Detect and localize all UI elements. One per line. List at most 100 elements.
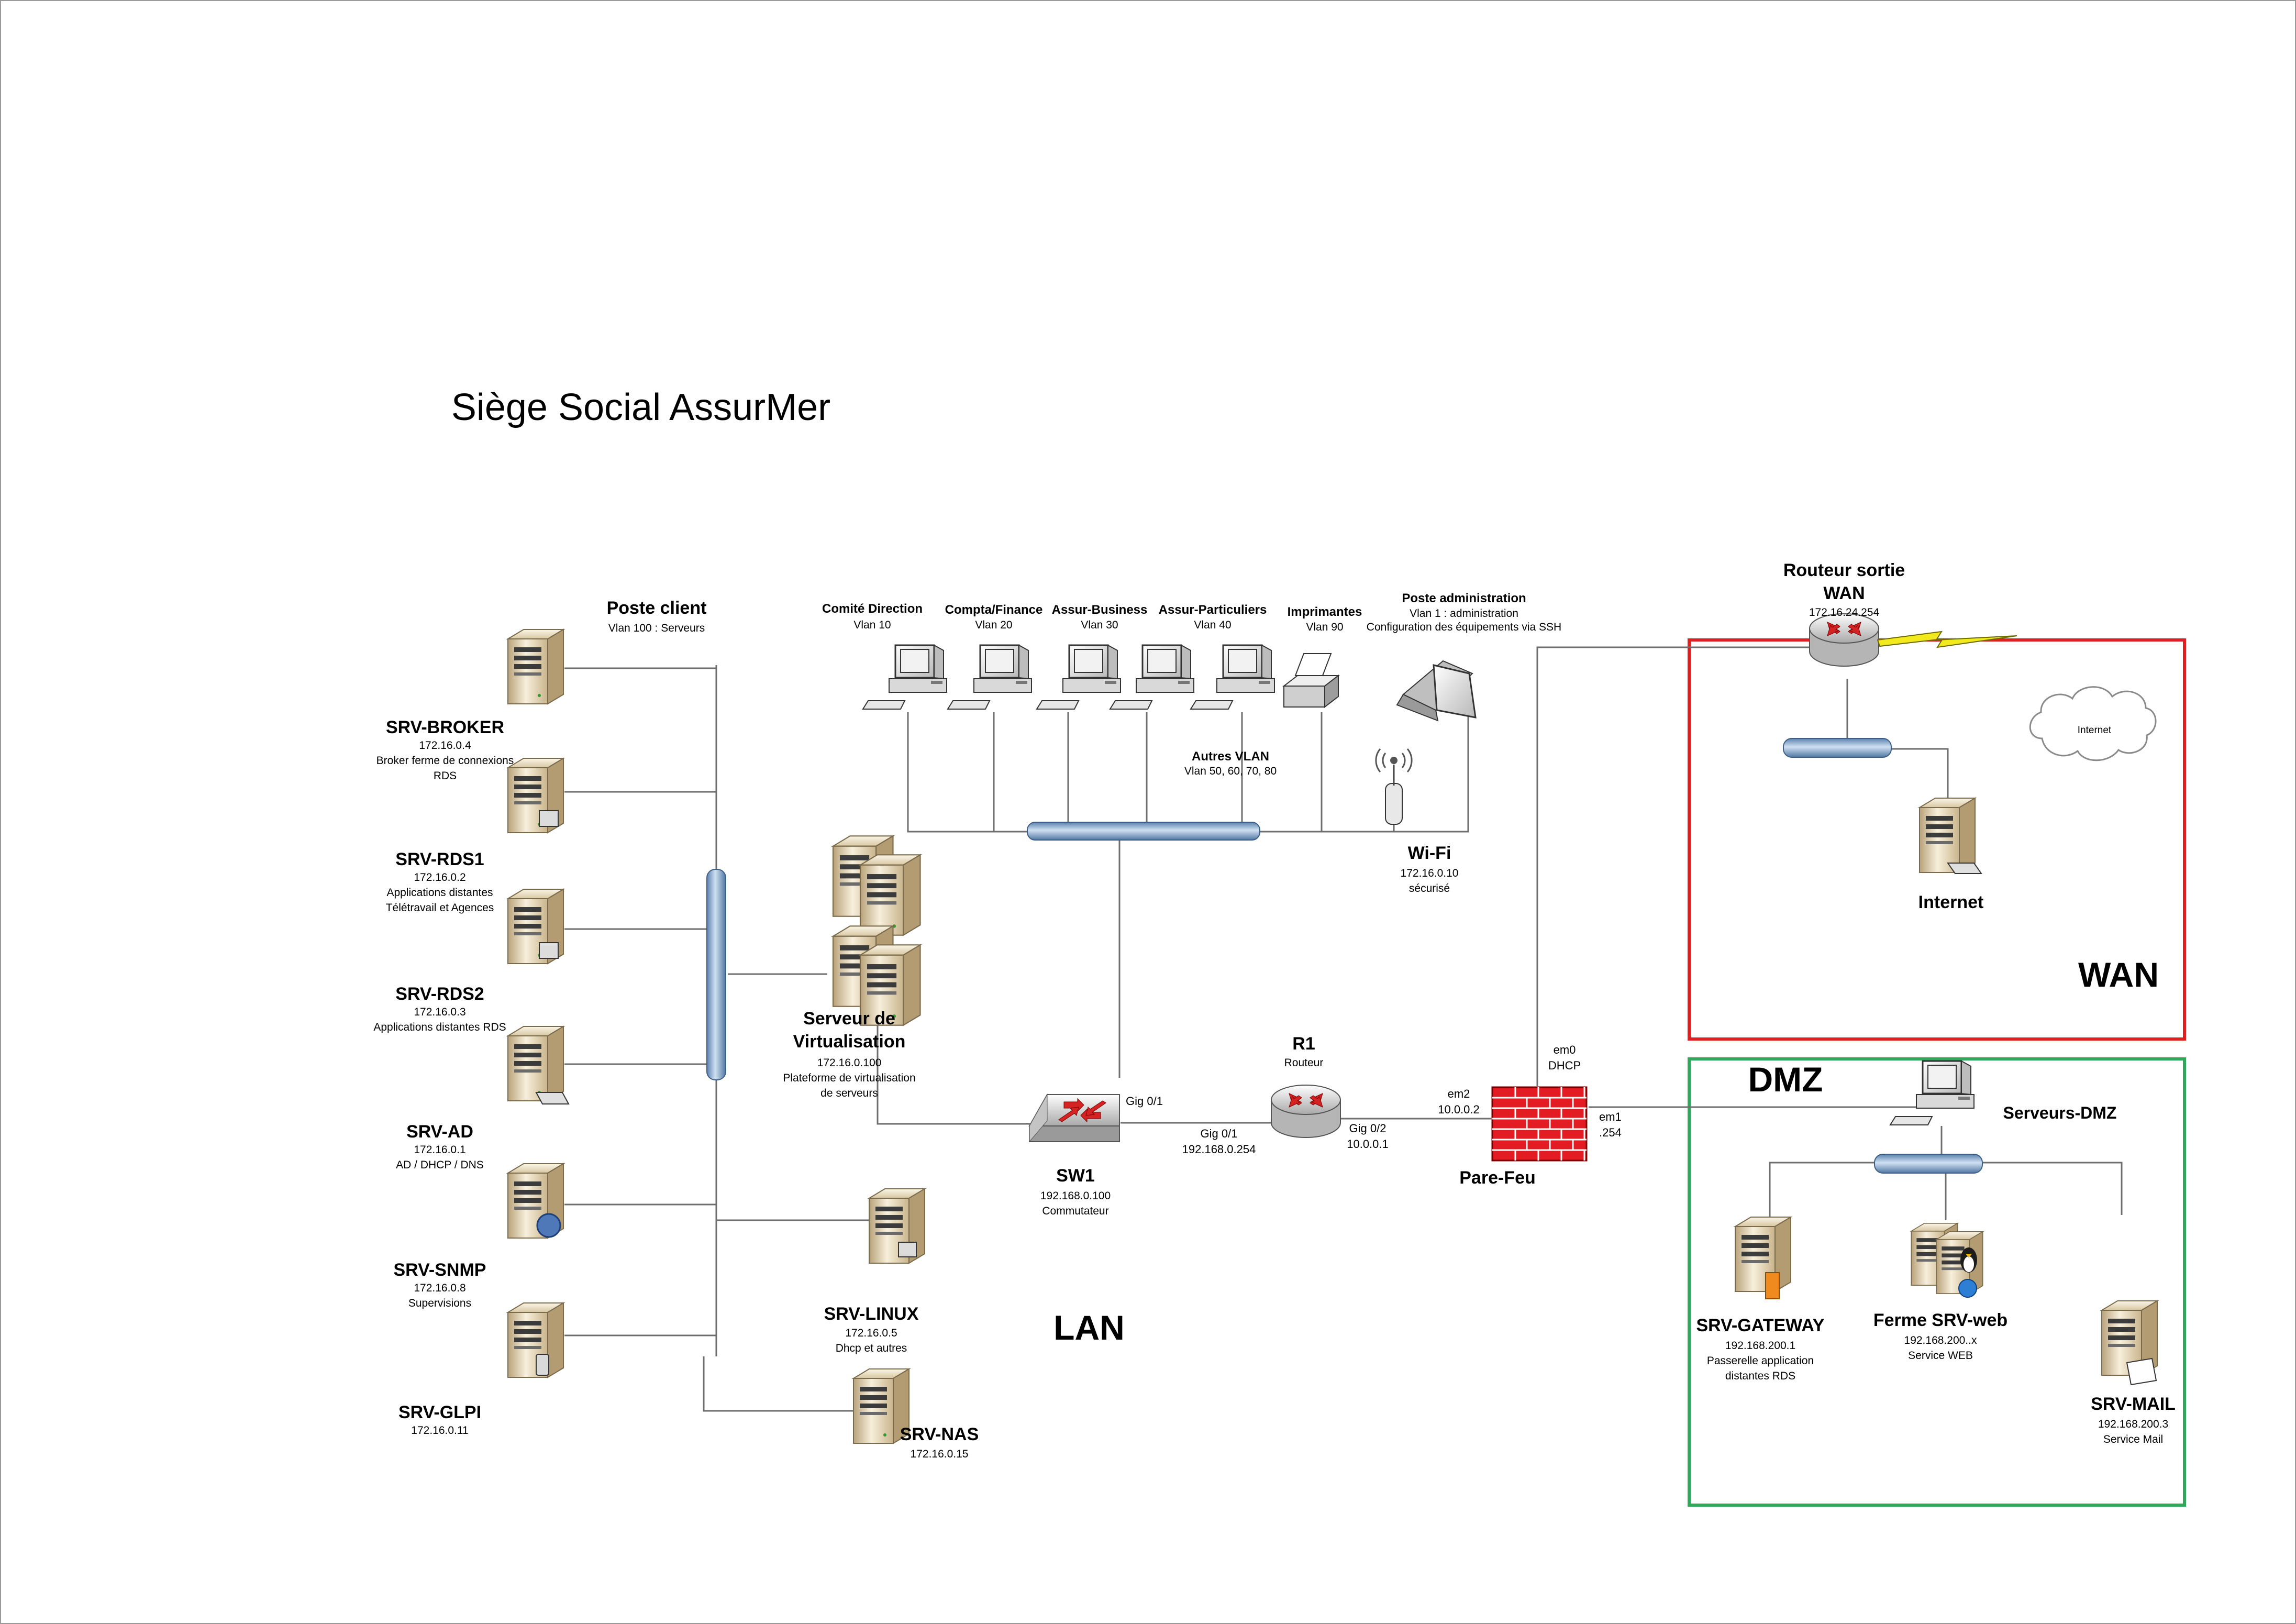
desktop-pc-icon bbox=[1036, 644, 1122, 710]
dmz-zone-box bbox=[1688, 1057, 2186, 1507]
wifi-description: sécurisé bbox=[1409, 882, 1450, 894]
router-port-ip: 192.168.0.254 bbox=[1182, 1143, 1256, 1156]
virt-ip: 172.16.0.100 bbox=[817, 1057, 882, 1069]
gateway-icon bbox=[1765, 1272, 1780, 1299]
server-description: RDS bbox=[434, 770, 457, 782]
server-description: AD / DHCP / DNS bbox=[396, 1159, 484, 1171]
virt-description: Plateforme de virtualisation bbox=[783, 1072, 915, 1084]
lan-zone-label: LAN bbox=[1053, 1308, 1125, 1347]
virt-description: de serveurs bbox=[820, 1087, 878, 1099]
firewall-port-label: em2 bbox=[1448, 1087, 1470, 1100]
internet-cloud-icon bbox=[2029, 686, 2157, 761]
virtualisation-server-icon bbox=[859, 854, 921, 936]
servers-bus-title: Poste client bbox=[607, 598, 707, 618]
router-icon bbox=[1271, 1085, 1341, 1138]
wifi-ip: 172.16.0.10 bbox=[1401, 867, 1459, 879]
server-icon bbox=[507, 629, 564, 704]
dmz-gateway-server-icon bbox=[1735, 1217, 1791, 1292]
server-description: Applications distantes RDS bbox=[373, 1021, 506, 1033]
cloud-label: Internet bbox=[2078, 725, 2112, 736]
vlan-id: Vlan 10 bbox=[853, 619, 891, 631]
virtualisation-switch-link bbox=[877, 1023, 1035, 1125]
terminal-icon bbox=[539, 810, 559, 827]
server-description: Télétravail et Agences bbox=[386, 902, 494, 914]
nas-ip: 172.16.0.15 bbox=[911, 1448, 969, 1460]
admin-description: Configuration des équipements via SSH bbox=[1367, 621, 1561, 633]
linux-name: SRV-LINUX bbox=[824, 1304, 919, 1324]
directory-icon bbox=[536, 1213, 561, 1238]
terminal-icon bbox=[898, 1242, 917, 1257]
server-ip: 172.16.0.1 bbox=[414, 1144, 465, 1156]
mail-icon bbox=[2126, 1357, 2157, 1386]
desktop-pc-icon bbox=[1190, 644, 1275, 710]
vlan-id: Vlan 30 bbox=[1081, 619, 1118, 631]
firewall-port-description: DHCP bbox=[1548, 1059, 1581, 1072]
wan-link-lightning-icon bbox=[1877, 631, 2017, 648]
router-description: Routeur bbox=[1284, 1057, 1324, 1069]
wan-bus bbox=[1783, 738, 1892, 758]
servers-bus bbox=[706, 869, 726, 1080]
vlan-name: Comité Direction bbox=[822, 602, 923, 616]
desktop-pc-icon bbox=[862, 644, 948, 710]
linux-penguin-icon bbox=[1960, 1247, 1977, 1273]
server-ip: 172.16.0.3 bbox=[414, 1006, 465, 1018]
server-name: SRV-BROKER bbox=[386, 717, 504, 737]
vlan-name: Assur-Business bbox=[1052, 603, 1148, 617]
printer-icon bbox=[1282, 653, 1340, 709]
server-name: SRV-AD bbox=[406, 1122, 473, 1142]
server-name: SRV-SNMP bbox=[394, 1260, 486, 1280]
dmz-server-name: SRV-MAIL bbox=[2091, 1394, 2176, 1414]
vlan-bus bbox=[1027, 822, 1260, 841]
network-devices bbox=[507, 613, 2158, 1444]
servers-bus-vlan: Vlan 100 : Serveurs bbox=[608, 622, 705, 634]
dmz-server-description: distantes RDS bbox=[1725, 1370, 1795, 1382]
router-name: R1 bbox=[1292, 1034, 1315, 1054]
other-vlan-name: Autres VLAN bbox=[1192, 749, 1269, 764]
wan-router-name: Routeur sortie bbox=[1783, 560, 1905, 580]
wan-router-name: WAN bbox=[1823, 583, 1865, 603]
wan-router-icon bbox=[1809, 613, 1879, 667]
vlan-id: Vlan 90 bbox=[1306, 621, 1343, 633]
server-ip: 172.16.0.11 bbox=[411, 1424, 468, 1437]
keyboard-icon bbox=[1947, 863, 1982, 874]
router-port-label: Gig 0/1 bbox=[1201, 1127, 1238, 1140]
switch-port-label: Gig 0/1 bbox=[1126, 1095, 1163, 1108]
server-icon bbox=[507, 1026, 564, 1101]
internet-host-name: Internet bbox=[1918, 892, 1984, 912]
page-title: Siège Social AssurMer bbox=[451, 386, 830, 428]
server-name: SRV-RDS2 bbox=[395, 984, 484, 1004]
server-ip: 172.16.0.8 bbox=[414, 1282, 465, 1294]
dmz-server-description: Service WEB bbox=[1908, 1350, 1973, 1362]
desktop-pc-icon bbox=[947, 644, 1033, 710]
dmz-bus bbox=[1874, 1154, 1983, 1174]
vlan-name: Compta/Finance bbox=[945, 603, 1043, 617]
firewall-wan-link bbox=[1536, 646, 1810, 1086]
desktop-pc-icon bbox=[1109, 644, 1195, 710]
firewall-port-label: em0 bbox=[1554, 1043, 1576, 1056]
other-vlan-id: Vlan 50, 60, 70, 80 bbox=[1184, 765, 1277, 777]
switch-ip: 192.168.0.100 bbox=[1040, 1190, 1111, 1202]
dmz-hub-pc-icon bbox=[1889, 1060, 1975, 1126]
server-name: SRV-GLPI bbox=[398, 1402, 481, 1422]
virt-name: Virtualisation bbox=[793, 1032, 906, 1052]
linux-ip: 172.16.0.5 bbox=[845, 1327, 897, 1339]
globe-icon bbox=[1958, 1279, 1977, 1298]
dmz-server-ip: 192.168.200..x bbox=[1904, 1334, 1977, 1346]
nas-link bbox=[703, 1356, 856, 1412]
wifi-name: Wi-Fi bbox=[1408, 843, 1451, 863]
linux-description: Dhcp et autres bbox=[836, 1342, 907, 1354]
dmz-server-description: Service Mail bbox=[2103, 1433, 2163, 1445]
firewall-icon bbox=[1491, 1086, 1588, 1162]
dmz-server-name: SRV-GATEWAY bbox=[1696, 1316, 1825, 1335]
nas-name: SRV-NAS bbox=[900, 1424, 979, 1444]
network-labels: Siège Social AssurMer Poste client Vlan … bbox=[373, 386, 2176, 1460]
server-name: SRV-RDS1 bbox=[395, 849, 484, 869]
switch-name: SW1 bbox=[1056, 1166, 1095, 1186]
wifi-access-point-icon bbox=[1375, 748, 1413, 825]
switch-description: Commutateur bbox=[1042, 1205, 1108, 1217]
firewall-port-label: em1 bbox=[1599, 1110, 1622, 1123]
dmz-server-ip: 192.168.200.1 bbox=[1725, 1340, 1795, 1352]
laptop-icon bbox=[1396, 660, 1477, 722]
dmz-hub-name: Serveurs-DMZ bbox=[2003, 1103, 2117, 1122]
